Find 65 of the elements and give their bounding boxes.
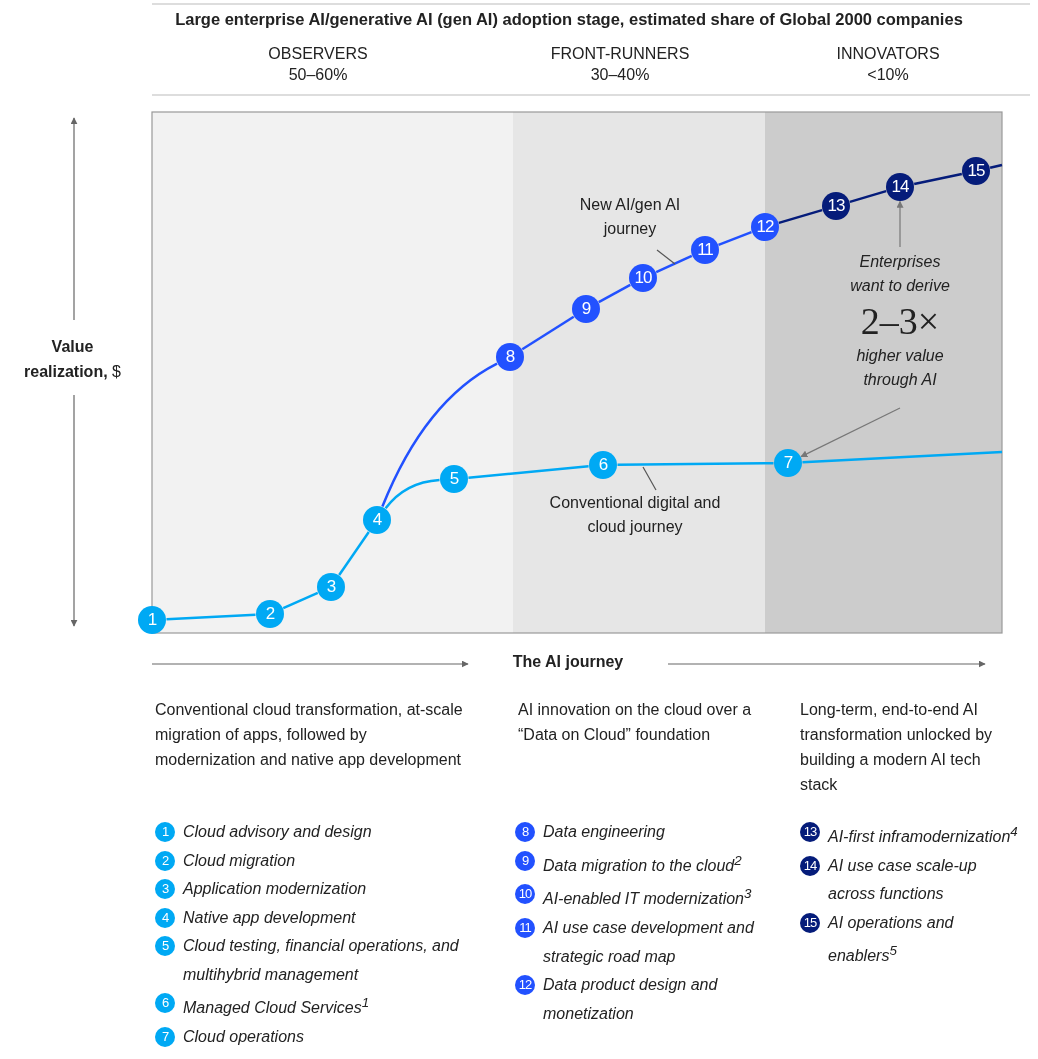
number-badge: 1 bbox=[155, 822, 175, 842]
number-badge: 8 bbox=[515, 822, 535, 842]
number-badge: 3 bbox=[155, 879, 175, 899]
stage-share: 50–60% bbox=[287, 65, 349, 85]
journey-curve bbox=[381, 362, 498, 508]
number-badge: 10 bbox=[515, 884, 535, 905]
list-item-text: AI-first inframodernization$^{4}$ bbox=[828, 823, 1018, 848]
list-item-text: Application modernization bbox=[183, 879, 367, 899]
curve-label: New AI/gen AI journey bbox=[575, 193, 685, 241]
list-item-text: AI use case development and strategic road map bbox=[543, 918, 756, 967]
journey-curve bbox=[849, 189, 887, 204]
journey-curve bbox=[282, 591, 319, 610]
arrow bbox=[896, 200, 904, 248]
number-badge: 15 bbox=[800, 912, 820, 933]
journey-curve bbox=[598, 283, 631, 304]
list-item-text: Native app development bbox=[183, 907, 356, 928]
annotation-text: higher value through AI bbox=[855, 346, 945, 390]
stage-description: Long-term, end-to-end AI transformation unlocked by building a modern AI tech stack bbox=[800, 700, 994, 795]
journey-curve bbox=[166, 613, 256, 621]
number-badge: 11 bbox=[515, 918, 535, 939]
number-badge: 14 bbox=[800, 855, 820, 876]
journey-curve bbox=[718, 231, 752, 246]
list-item-text: AI-enabled IT modernization$^{3}$ bbox=[543, 885, 752, 910]
number-badge: 13 bbox=[800, 822, 820, 842]
journey-curve bbox=[617, 461, 774, 467]
journey-curve bbox=[655, 254, 693, 274]
stage-description: Conventional cloud transformation, at-scale migration of apps, followed by modernization and native app development bbox=[155, 700, 464, 770]
stage-name: OBSERVERS bbox=[267, 44, 369, 64]
arrow bbox=[800, 407, 901, 458]
list-item-text: Cloud testing, financial operations, and multihybrid management bbox=[183, 936, 460, 985]
journey-curve bbox=[384, 478, 440, 510]
chart-title: Large enterprise AI/generative AI (gen AI) adoption stage, estimated share of Global 2000 companies bbox=[174, 10, 964, 29]
leader-line bbox=[642, 466, 657, 491]
annotation-text: Enterprises want to derive bbox=[849, 252, 951, 296]
list-item-text: AI operations and enablers$^{5}$ bbox=[828, 912, 955, 967]
list-item-text: Data migration to the cloud$^{2}$ bbox=[543, 851, 742, 876]
stage-description: AI innovation on the cloud over a “Data on Cloud” foundation bbox=[518, 700, 753, 745]
step-marker: 1 bbox=[138, 606, 166, 634]
axis-label: The AI journey bbox=[511, 653, 625, 671]
number-badge: 12 bbox=[515, 975, 535, 996]
stage-name: INNOVATORS bbox=[835, 44, 941, 64]
number-badge: 9 bbox=[515, 850, 535, 871]
list-item-text: Data product design and monetization bbox=[543, 975, 719, 1024]
list-item-text: Managed Cloud Services$^{1}$ bbox=[183, 994, 370, 1019]
value-multiplier: 2–3× bbox=[859, 299, 941, 344]
number-badge: 4 bbox=[155, 907, 175, 928]
journey-curve bbox=[778, 208, 823, 225]
stage-share: 30–40% bbox=[589, 65, 651, 85]
number-badge: 5 bbox=[155, 936, 175, 956]
leader-line bbox=[656, 249, 676, 265]
journey-curve bbox=[468, 465, 589, 479]
journey-curve bbox=[521, 315, 575, 351]
list-item-text: AI use case scale-up across functions bbox=[828, 855, 978, 905]
list-item-text: Data engineering bbox=[543, 822, 665, 842]
stage-name: FRONT-RUNNERS bbox=[549, 44, 691, 64]
journey-curve bbox=[913, 172, 963, 186]
curve-label: Conventional digital and cloud journey bbox=[540, 491, 730, 539]
journey-curve bbox=[338, 531, 370, 576]
number-badge: 2 bbox=[155, 850, 175, 871]
number-badge: 7 bbox=[155, 1026, 175, 1047]
list-item-text: Cloud migration bbox=[183, 850, 296, 871]
number-badge: 6 bbox=[155, 993, 175, 1013]
list-item-text: Cloud operations bbox=[183, 1026, 304, 1047]
list-item-text: Cloud advisory and design bbox=[183, 822, 372, 842]
stage-share: <10% bbox=[866, 65, 910, 85]
